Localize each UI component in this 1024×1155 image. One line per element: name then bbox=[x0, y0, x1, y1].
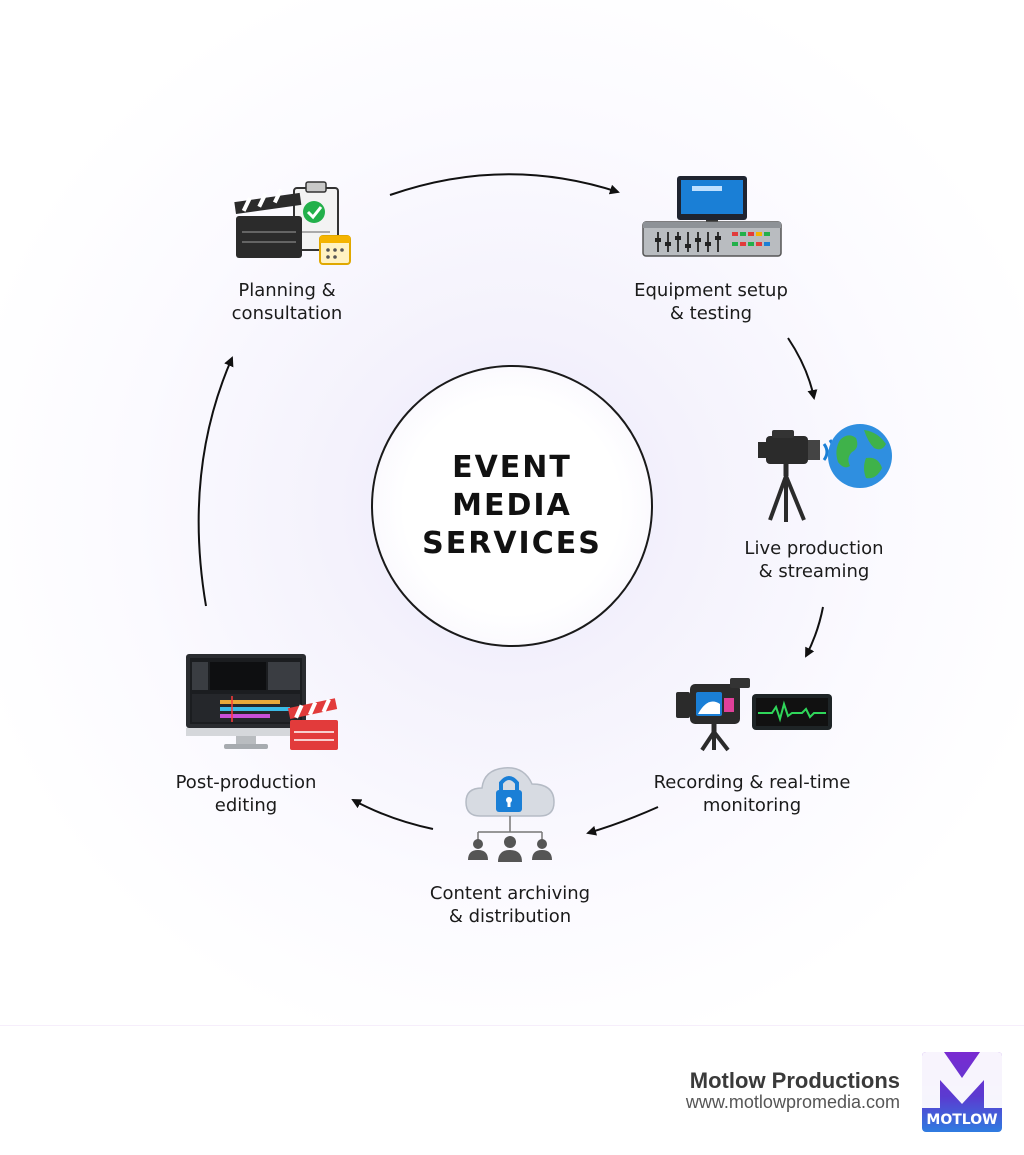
arrow-archiving-to-post bbox=[351, 799, 434, 830]
step-label-planning: Planning & consultation bbox=[187, 279, 387, 325]
arrow-live-to-recording bbox=[805, 606, 824, 658]
diagram-canvas: EVENT MEDIA SERVICES Planning & consulta… bbox=[0, 0, 1024, 1025]
camera-monitor-icon bbox=[676, 678, 832, 752]
step-label-line: Live production bbox=[744, 538, 884, 559]
motlow-logo-icon: MOTLOW bbox=[922, 1052, 1002, 1132]
arrow-planning-to-equipment bbox=[389, 173, 620, 196]
arrow-recording-to-archiving bbox=[586, 806, 659, 836]
step-label-line: & streaming bbox=[758, 561, 870, 582]
step-label-line: Recording & real-time bbox=[653, 772, 851, 793]
step-label-recording: Recording & real-time monitoring bbox=[632, 771, 872, 817]
center-title-line: MEDIA bbox=[452, 488, 572, 523]
arrow-equipment-to-live bbox=[787, 337, 818, 400]
arrow-post-to-planning bbox=[197, 356, 234, 607]
editing-monitor-icon bbox=[186, 654, 338, 750]
center-title-line: SERVICES bbox=[422, 526, 602, 561]
step-label-line: Equipment setup bbox=[634, 280, 788, 301]
step-label-line: Post-production bbox=[175, 772, 317, 793]
cloud-lock-users-icon bbox=[465, 767, 555, 862]
logo-wordmark: MOTLOW bbox=[926, 1112, 998, 1128]
step-label-line: Content archiving bbox=[429, 883, 591, 904]
camera-globe-icon bbox=[758, 424, 892, 522]
brand-url: www.motlowpromedia.com bbox=[685, 1092, 900, 1112]
step-label-live: Live production & streaming bbox=[714, 537, 914, 583]
step-label-equipment: Equipment setup & testing bbox=[611, 279, 811, 325]
monitor-mixer-icon bbox=[642, 176, 782, 257]
step-label-line: & testing bbox=[669, 303, 753, 324]
step-label-line: editing bbox=[214, 795, 278, 816]
step-label-line: monitoring bbox=[702, 795, 802, 816]
brand-name: Motlow Productions bbox=[689, 1068, 900, 1093]
center-title-line: EVENT bbox=[452, 450, 572, 485]
clapperboard-checklist-icon bbox=[234, 181, 351, 265]
step-label-line: consultation bbox=[231, 303, 343, 324]
logo-m-shape bbox=[922, 1052, 1002, 1108]
footer: Motlow Productions www.motlowpromedia.co… bbox=[0, 1025, 1024, 1155]
step-label-line: & distribution bbox=[448, 906, 572, 927]
step-label-archiving: Content archiving & distribution bbox=[400, 882, 620, 928]
center-circle: EVENT MEDIA SERVICES bbox=[371, 365, 653, 647]
step-label-line: Planning & bbox=[238, 280, 336, 301]
center-title: EVENT MEDIA SERVICES bbox=[422, 449, 602, 563]
cycle-arrows bbox=[197, 173, 824, 836]
step-label-post: Post-production editing bbox=[146, 771, 346, 817]
